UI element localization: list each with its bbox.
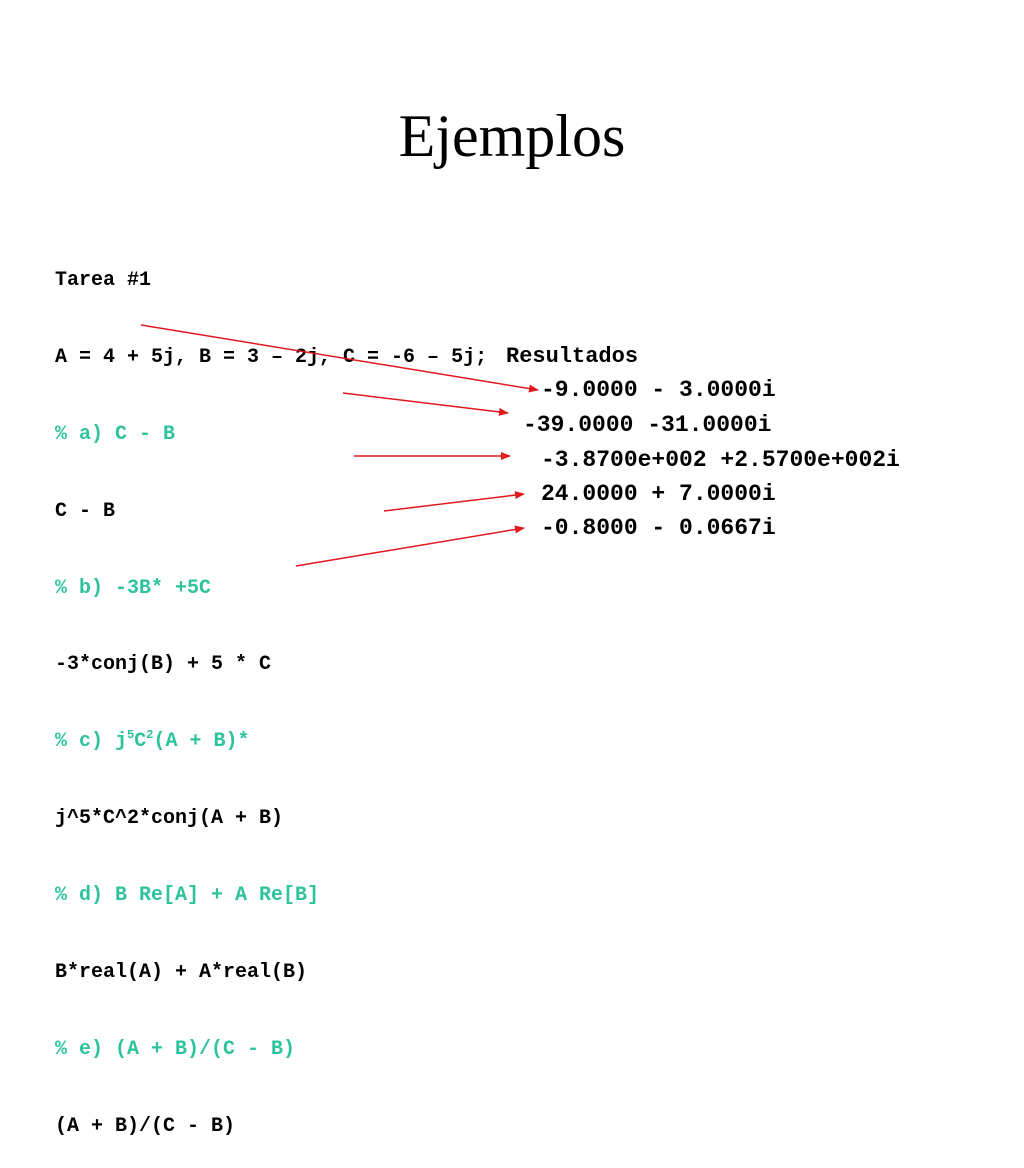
task-title: Tarea #1 (55, 269, 152, 292)
comment-c-mid: C (134, 730, 147, 754)
expression-e: (A + B)/(C - B) (55, 1114, 236, 1138)
result-a: -9.0000 - 3.0000i (541, 377, 776, 403)
arrow-b (342, 392, 509, 416)
expression-d: B*real(A) + A*real(B) (55, 961, 308, 985)
comment-a: % a) C - B (55, 422, 176, 446)
comment-b: % b) -3B* +5C (55, 576, 212, 600)
arrow-e (295, 525, 525, 567)
result-e: -0.8000 - 0.0667i (541, 515, 776, 541)
comment-c: % c) j5C2(A + B)* (55, 729, 487, 760)
comment-e: % e) (A + B)/(C - B) (55, 1037, 296, 1061)
slide-title: Ejemplos (398, 103, 626, 169)
comment-c-suffix: (A + B)* (153, 730, 250, 754)
result-d: 24.0000 + 7.0000i (541, 481, 776, 507)
comment-c-exponent-1: 5 (127, 728, 135, 743)
result-c: -3.8700e+002 +2.5700e+002i (541, 447, 900, 473)
arrow-a (140, 324, 539, 393)
comment-d: % d) B Re[A] + A Re[B] (55, 884, 320, 908)
comment-c-exponent-2: 2 (146, 728, 154, 743)
expression-b: -3*conj(B) + 5 * C (55, 653, 272, 677)
arrow-d (383, 491, 525, 512)
result-b: -39.0000 -31.0000i (523, 412, 772, 438)
results-title: Resultados (506, 344, 639, 369)
arrows-layer (140, 324, 539, 567)
expression-a: C - B (55, 499, 116, 523)
comment-c-prefix: % c) j (55, 730, 128, 754)
expression-c: j^5*C^2*conj(A + B) (55, 807, 284, 831)
